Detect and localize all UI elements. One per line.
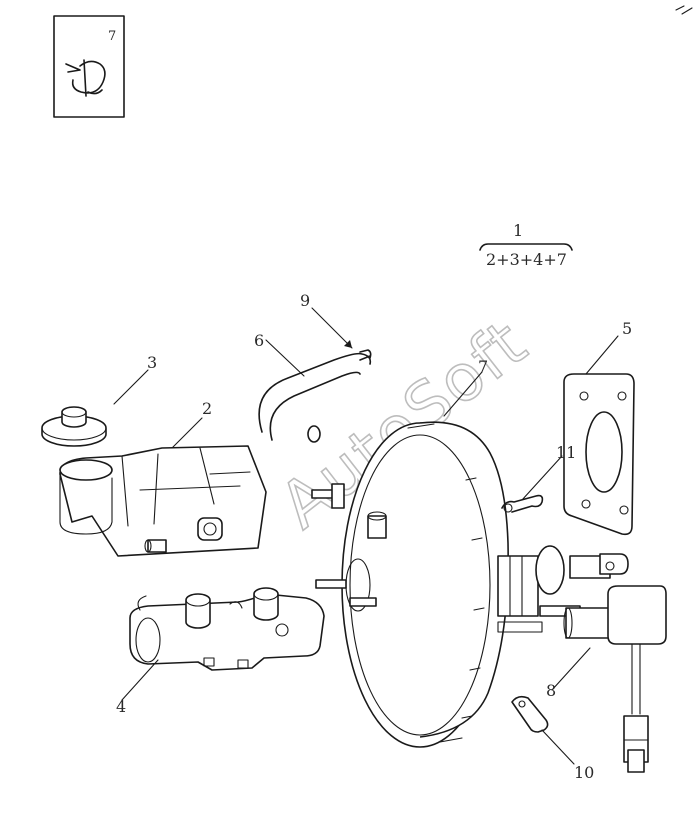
inset-ref-number: 7	[108, 29, 116, 44]
spring-clip	[501, 494, 544, 513]
inset-box: 7	[53, 15, 125, 118]
brake-master-cylinder	[129, 587, 325, 671]
callout-3: 3	[147, 353, 157, 372]
brake-vacuum-booster	[311, 421, 629, 748]
callout-10: 10	[574, 763, 594, 782]
bracket-clip	[511, 695, 549, 733]
callout-2: 2	[202, 399, 212, 418]
brake-fluid-reservoir	[59, 445, 267, 557]
assembly-number: 1	[513, 221, 523, 240]
reservoir-cap	[41, 406, 107, 447]
hose-clamp-icon	[65, 59, 106, 97]
callout-8: 8	[546, 681, 556, 700]
assembly-composition: 2+3+4+7	[486, 250, 567, 269]
assembly-fraction: 1 2+3+4+7	[479, 221, 573, 269]
leader-lines	[113, 307, 619, 765]
brake-light-switch-connector	[563, 585, 667, 773]
callout-4: 4	[116, 697, 126, 716]
callout-5: 5	[622, 319, 632, 338]
callout-6: 6	[254, 331, 264, 350]
callout-9: 9	[300, 291, 310, 310]
callout-7: 7	[478, 357, 488, 376]
booster-gasket	[563, 373, 635, 536]
callouts: 3 2 4 5 6 7 8 9 10 11	[116, 291, 632, 782]
callout-11: 11	[556, 443, 576, 462]
vacuum-hose	[258, 349, 372, 443]
